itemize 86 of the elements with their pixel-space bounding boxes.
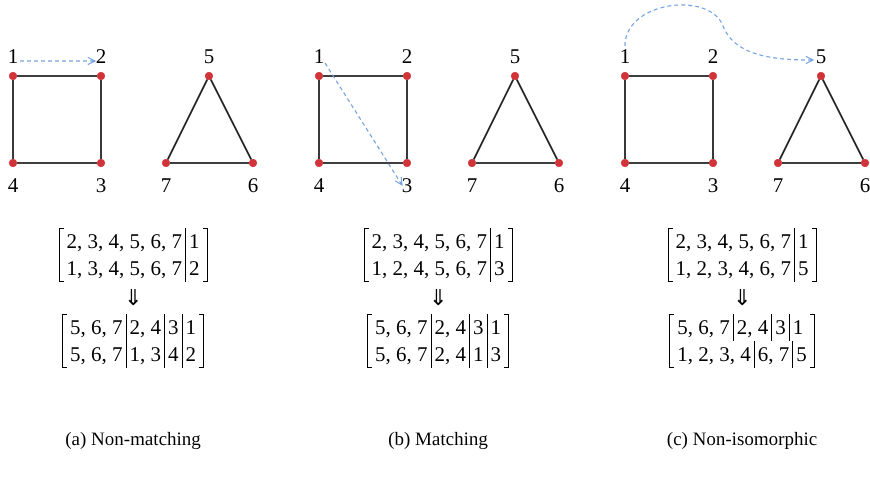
graph-edge xyxy=(406,80,408,159)
vertex-label: 5 xyxy=(816,45,826,67)
vertex-label: 6 xyxy=(554,174,564,196)
graph-edge xyxy=(318,80,320,159)
vertex-label: 7 xyxy=(160,174,172,196)
vertex-label: 3 xyxy=(708,174,718,196)
matrix-cell: 1 xyxy=(490,228,508,255)
matrix-cell: 2 xyxy=(182,341,199,368)
graph-edge xyxy=(629,162,709,164)
vertex-label: 2 xyxy=(708,45,718,67)
dashed-arrow xyxy=(20,56,96,66)
dashed-arrow xyxy=(624,4,814,64)
graph-edge xyxy=(323,162,403,164)
matrix-cell: 1 xyxy=(182,314,199,341)
graph-edge xyxy=(166,79,208,160)
vertex-label: 4 xyxy=(620,174,630,196)
matrix-cell: 4 xyxy=(164,341,182,368)
vertex-label: 1 xyxy=(620,45,630,67)
vertex-label: 6 xyxy=(248,174,258,196)
matrix-cell: 3 xyxy=(486,341,504,368)
matrix-cell: 1 xyxy=(469,341,486,368)
matrix-cell: 1 xyxy=(794,228,812,255)
vertex-label: 4 xyxy=(8,174,18,196)
vertex-label: 2 xyxy=(402,45,412,67)
matrix-cell-text: 5, 6, 7 xyxy=(374,314,428,341)
matrix-cell-text: 5, 6, 7 xyxy=(676,314,731,341)
matrix-cell-text: 1, 2, 3, 4, 6, 7 xyxy=(674,255,792,282)
matrix-cell-text: 5, 6, 7 xyxy=(374,341,428,368)
graph-edge xyxy=(17,75,97,77)
matrix-cell: 2, 4 xyxy=(430,341,469,368)
matrix-cell: 2 xyxy=(185,255,202,282)
matrix-cell: 3 xyxy=(771,314,789,341)
vertex-label: 1 xyxy=(8,45,18,67)
vertex-label: 6 xyxy=(860,174,870,196)
graph-edge xyxy=(17,162,97,164)
graph-edge xyxy=(822,79,864,160)
subfigure-caption: (a) Non-matching xyxy=(65,428,201,452)
vertex-label: 3 xyxy=(402,174,412,196)
matrix-cell: 5 xyxy=(792,341,810,368)
matrix-cell: 3 xyxy=(490,255,508,282)
vertex-label: 7 xyxy=(772,174,784,196)
graph-edge xyxy=(624,80,626,159)
dashed-arrow xyxy=(324,62,403,186)
implies-symbol: ⇓ xyxy=(429,286,447,310)
matrix-cell: 6, 7 xyxy=(754,341,792,368)
matrix-cell-text: 1, 2, 4, 5, 6, 7 xyxy=(370,255,488,282)
vertex-label: 5 xyxy=(204,45,214,67)
matrix-cell-text: 5, 6, 7 xyxy=(69,341,124,368)
matrix-cell-text: 2, 3, 4, 5, 6, 7 xyxy=(674,228,792,255)
vertex-label: 1 xyxy=(314,45,324,67)
matrix-cell: 1 xyxy=(788,314,806,341)
matrix-cell-text: 1, 3, 4, 5, 6, 7 xyxy=(66,255,183,282)
graph-edge xyxy=(516,79,558,160)
matrix-cell: 2, 4 xyxy=(126,314,164,341)
vertex-label: 7 xyxy=(466,174,478,196)
matrix-cell-text: 5, 6, 7 xyxy=(69,314,124,341)
subfigure-caption: (b) Matching xyxy=(388,428,488,452)
graph-edge xyxy=(472,79,514,160)
graph-edge xyxy=(476,162,555,164)
graph-edge xyxy=(323,75,403,77)
graph-edge xyxy=(170,162,249,164)
graph-edge xyxy=(778,79,820,160)
graph-edge xyxy=(782,162,861,164)
graph-edge xyxy=(12,80,14,159)
graph-edge xyxy=(629,75,709,77)
matrix-cell-text: 2, 3, 4, 5, 6, 7 xyxy=(370,228,488,255)
implies-symbol: ⇓ xyxy=(733,286,751,310)
graph-edge xyxy=(100,80,102,159)
subfigure-caption: (c) Non-isomorphic xyxy=(666,428,818,452)
vertex-label: 5 xyxy=(510,45,520,67)
implies-symbol: ⇓ xyxy=(124,286,142,310)
matrix-cell: 1 xyxy=(185,228,202,255)
matrix-cell-text: 1, 2, 3, 4 xyxy=(676,341,752,368)
matrix-cell: 5 xyxy=(794,255,812,282)
matrix-cell: 1, 3 xyxy=(126,341,164,368)
matrix-cell: 2, 4 xyxy=(430,314,469,341)
vertex-label: 2 xyxy=(96,45,106,67)
vertex-label: 4 xyxy=(314,174,324,196)
matrix-cell-text: 2, 3, 4, 5, 6, 7 xyxy=(66,228,183,255)
matrix-cell: 2, 4 xyxy=(732,314,772,341)
graph-edge xyxy=(210,79,252,160)
matrix-cell: 3 xyxy=(469,314,486,341)
vertex-label: 3 xyxy=(96,174,106,196)
matrix-cell: 3 xyxy=(164,314,182,341)
graph-edge xyxy=(712,80,714,159)
matrix-cell: 1 xyxy=(486,314,504,341)
